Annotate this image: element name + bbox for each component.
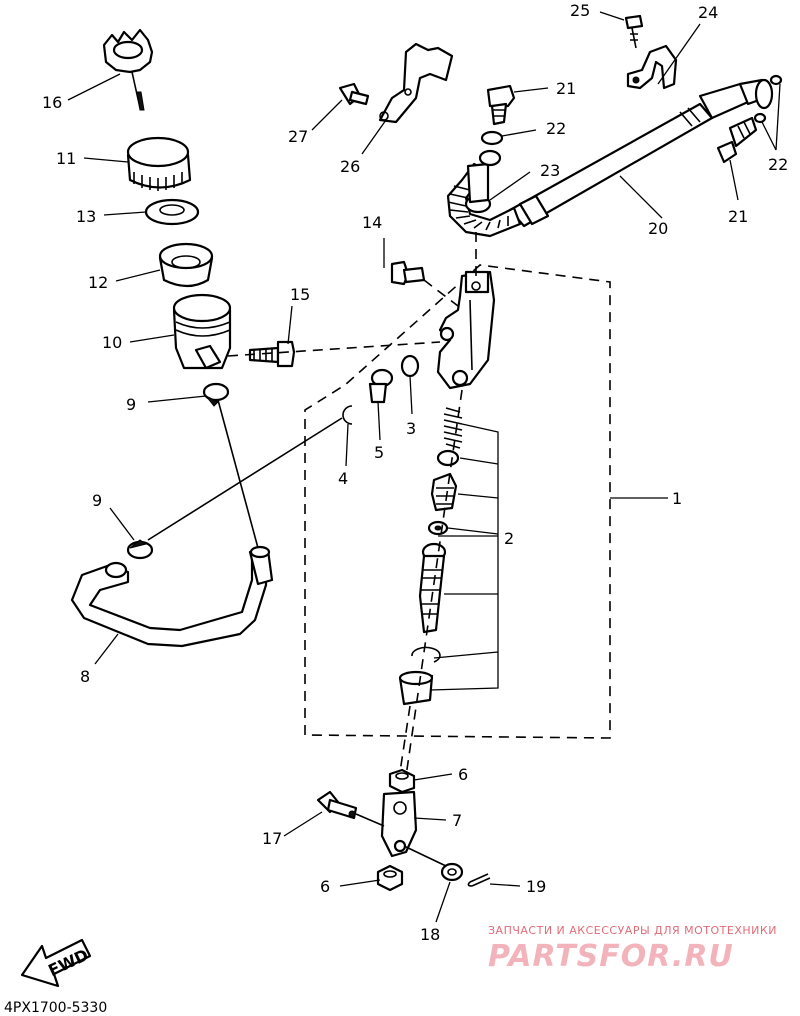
label-part-8: 8 bbox=[80, 667, 90, 686]
master-cylinder-body bbox=[436, 270, 496, 390]
fwd-direction-arrow: FWD bbox=[20, 938, 91, 988]
watermark: ЗАПЧАСТИ И АКСЕССУАРЫ ДЛЯ МОТОТЕХНИКИ PA… bbox=[488, 924, 777, 974]
piston bbox=[430, 472, 458, 512]
reservoir-cap-11 bbox=[126, 136, 192, 191]
label-part-9-upper: 9 bbox=[126, 395, 136, 414]
hose-guide-24 bbox=[626, 44, 678, 90]
part-labels: 16 11 13 12 10 15 9 9 8 14 3 5 4 2 1 6 7… bbox=[42, 1, 788, 944]
union-bolt-21-right bbox=[716, 116, 758, 164]
hose-guide-line bbox=[217, 399, 259, 549]
diaphragm-plate-13 bbox=[144, 198, 200, 226]
label-part-27: 27 bbox=[288, 127, 308, 146]
cup-primary bbox=[436, 449, 460, 467]
gasket-22-upper bbox=[480, 130, 504, 146]
circlip-4 bbox=[342, 405, 353, 425]
hose-end-fitting bbox=[464, 162, 492, 214]
circlip-internal bbox=[411, 646, 441, 663]
label-part-19: 19 bbox=[526, 877, 546, 896]
clevis-pin-17 bbox=[316, 790, 358, 820]
kit-bracket bbox=[429, 423, 499, 691]
reservoir-protector-16 bbox=[102, 28, 154, 111]
label-part-18: 18 bbox=[420, 925, 440, 944]
label-part-4: 4 bbox=[338, 469, 348, 488]
nut-6-lower bbox=[376, 864, 404, 892]
screw-25 bbox=[624, 14, 644, 49]
leader-lines bbox=[67, 11, 781, 923]
reservoir-bolt-15 bbox=[248, 340, 296, 368]
label-part-9-lower: 9 bbox=[92, 491, 102, 510]
label-part-24: 24 bbox=[698, 3, 718, 22]
hose-clamp-9-lower bbox=[126, 539, 154, 560]
assembly-boundary bbox=[304, 264, 668, 739]
diaphragm-12 bbox=[158, 242, 214, 288]
washer-axis-line bbox=[403, 845, 447, 867]
pin-axis-line bbox=[355, 813, 385, 827]
boot bbox=[398, 670, 434, 706]
gasket-22-right bbox=[753, 74, 783, 124]
label-part-3: 3 bbox=[406, 419, 416, 438]
label-part-15: 15 bbox=[290, 285, 310, 304]
washer-cup bbox=[427, 520, 449, 536]
oring-3 bbox=[400, 354, 420, 378]
reservoir-tank-10 bbox=[172, 293, 232, 370]
hose-clamp-9-upper bbox=[202, 382, 230, 407]
reservoir-joint-line bbox=[227, 341, 441, 357]
label-part-6-upper: 6 bbox=[458, 765, 468, 784]
label-part-11: 11 bbox=[56, 149, 76, 168]
label-part-22-right: 22 bbox=[768, 155, 788, 174]
bolt-27 bbox=[338, 82, 370, 106]
spring bbox=[443, 407, 463, 449]
label-part-26: 26 bbox=[340, 157, 360, 176]
label-part-16: 16 bbox=[42, 93, 62, 112]
label-part-13: 13 bbox=[76, 207, 96, 226]
label-part-25: 25 bbox=[570, 1, 590, 20]
label-part-21-right: 21 bbox=[728, 207, 748, 226]
label-part-20: 20 bbox=[648, 219, 668, 238]
label-part-2: 2 bbox=[504, 529, 514, 548]
diagram-code: 4PX1700-5330 bbox=[4, 1000, 107, 1016]
bolt-axis-line bbox=[423, 279, 459, 307]
label-part-1: 1 bbox=[672, 489, 682, 508]
hose-leader-line bbox=[147, 417, 343, 541]
watermark-tagline: ЗАПЧАСТИ И АКСЕССУАРЫ ДЛЯ МОТОТЕХНИКИ bbox=[488, 924, 777, 937]
label-part-14: 14 bbox=[362, 213, 382, 232]
clevis-7 bbox=[380, 790, 418, 858]
label-part-10: 10 bbox=[102, 333, 122, 352]
reservoir-hose-8 bbox=[70, 545, 274, 648]
label-part-7: 7 bbox=[452, 811, 462, 830]
watermark-logo: PARTSFOR.RU bbox=[488, 939, 734, 974]
label-part-23: 23 bbox=[540, 161, 560, 180]
banjo-upper bbox=[478, 149, 502, 167]
label-part-22-upper: 22 bbox=[546, 119, 566, 138]
union-bolt-21-upper bbox=[486, 84, 516, 126]
label-part-21-upper: 21 bbox=[556, 79, 576, 98]
cotter-pin-19 bbox=[467, 873, 491, 887]
nut-6-upper bbox=[388, 768, 416, 794]
bracket-26 bbox=[378, 42, 454, 124]
joint-5 bbox=[368, 368, 394, 404]
push-rod bbox=[418, 542, 447, 634]
label-part-6-lower: 6 bbox=[320, 877, 330, 896]
label-part-12: 12 bbox=[88, 273, 108, 292]
bleed-bolt-14 bbox=[390, 260, 426, 286]
washer-18 bbox=[440, 862, 464, 882]
centerline-lower bbox=[399, 705, 411, 773]
label-part-5: 5 bbox=[374, 443, 384, 462]
label-part-17: 17 bbox=[262, 829, 282, 848]
